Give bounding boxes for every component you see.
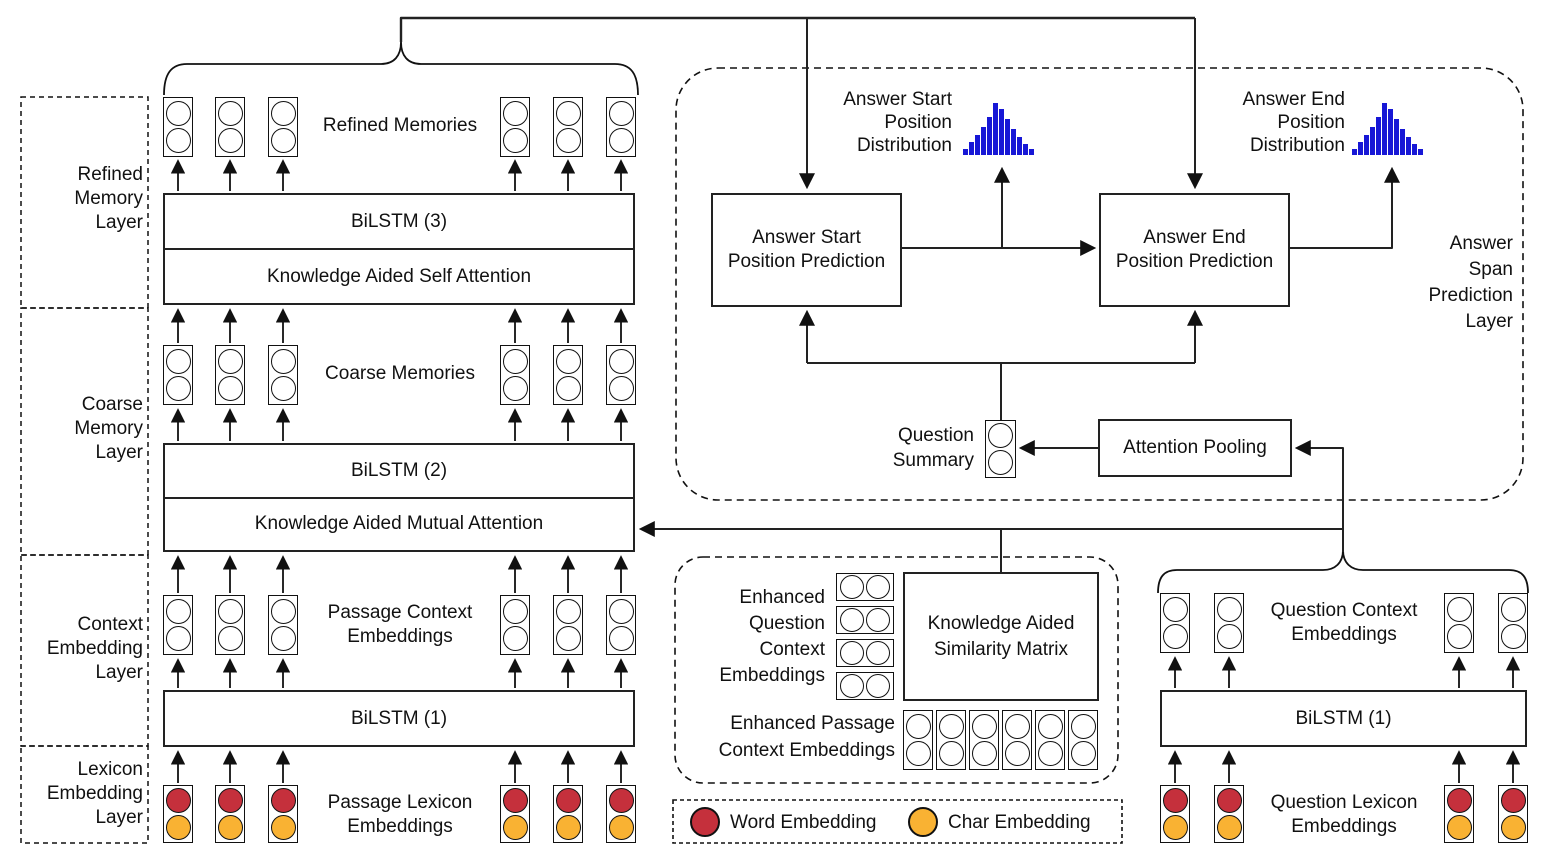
question-lexicon-embeddings-label: Question Lexicon Embeddings (1270, 792, 1418, 837)
enhanced-passage-cell (903, 710, 933, 770)
refined-memory-cell (215, 97, 245, 157)
answer-start-distribution-label: Answer Start Position Distribution (843, 89, 952, 156)
passage-bilstm1-box: BiLSTM (1) (163, 690, 635, 747)
question-bilstm1-label: BiLSTM (1) (1295, 707, 1392, 729)
passage-lexicon-cell (215, 785, 245, 843)
question-summary-cell (985, 420, 1016, 478)
passage-lexicon-cell (553, 785, 583, 843)
enhanced-question-cell (836, 639, 894, 667)
enhanced-passage-cell (969, 710, 999, 770)
enhanced-question-embeddings-label: Enhanced Question Context Embeddings (719, 587, 825, 686)
question-lexicon-cell (1214, 785, 1244, 843)
legend-char-embedding-label: Char Embedding (948, 812, 1091, 833)
layer-label-context-embedding: Context Embedding Layer (46, 614, 143, 683)
refined-memory-cell (606, 97, 636, 157)
passage-context-cell (163, 595, 193, 655)
bilstm2-label: BiLSTM (2) (350, 459, 448, 481)
layer-label-refined-memory: Refined Memory Layer (74, 164, 143, 233)
bilstm2-mutual-attention-box: BiLSTM (2) Knowledge Aided Mutual Attent… (163, 443, 635, 552)
refined-memory-cell (553, 97, 583, 157)
question-lexicon-cell (1444, 785, 1474, 843)
coarse-memories-label: Coarse Memories (325, 363, 475, 384)
enhanced-question-cell (836, 573, 894, 601)
answer-end-distribution-label: Answer End Position Distribution (1242, 89, 1345, 156)
answer-start-distribution-histogram (963, 103, 1034, 155)
refined-memory-cell (163, 97, 193, 157)
attention-pooling-label: Attention Pooling (1123, 437, 1267, 458)
answer-span-layer-label: Answer Span Prediction Layer (1428, 233, 1514, 332)
answer-end-prediction-box: Answer End Position Prediction (1099, 193, 1290, 307)
coarse-memory-cell (553, 345, 583, 405)
mutual-attention-label: Knowledge Aided Mutual Attention (165, 496, 633, 551)
self-attention-label: Knowledge Aided Self Attention (165, 248, 633, 303)
coarse-memory-cell (606, 345, 636, 405)
bilstm3-self-attention-box: BiLSTM (3) Knowledge Aided Self Attentio… (163, 193, 635, 305)
enhanced-passage-cell (936, 710, 966, 770)
question-context-cell (1214, 593, 1244, 653)
legend-word-embedding-label: Word Embedding (730, 812, 877, 833)
question-embeddings-brace (1157, 549, 1529, 594)
passage-lexicon-cell (606, 785, 636, 843)
passage-context-embeddings-label: Passage Context Embeddings (327, 602, 473, 647)
coarse-memory-cell (500, 345, 530, 405)
question-side-wiring (638, 521, 1343, 572)
attention-pooling-box: Attention Pooling (1098, 419, 1292, 477)
passage-lexicon-cell (500, 785, 530, 843)
refined-memory-cell (500, 97, 530, 157)
layer-label-lexicon-embedding: Lexicon Embedding Layer (46, 759, 143, 828)
similarity-matrix-box: Knowledge Aided Similarity Matrix (903, 572, 1099, 701)
passage-context-cell (500, 595, 530, 655)
question-lexicon-cell (1160, 785, 1190, 843)
passage-lexicon-cell (268, 785, 298, 843)
question-context-cell (1444, 593, 1474, 653)
enhanced-passage-cell (1068, 710, 1098, 770)
layer-label-coarse-memory: Coarse Memory Layer (74, 394, 143, 463)
refined-memory-cell (268, 97, 298, 157)
passage-context-cell (215, 595, 245, 655)
answer-end-prediction-label: Answer End Position Prediction (1115, 227, 1274, 272)
question-context-embeddings-label: Question Context Embeddings (1270, 600, 1418, 645)
similarity-matrix-label: Knowledge Aided Similarity Matrix (927, 612, 1075, 660)
passage-bilstm1-label: BiLSTM (1) (350, 707, 448, 729)
coarse-memory-cell (215, 345, 245, 405)
passage-context-cell (268, 595, 298, 655)
enhanced-question-cell (836, 606, 894, 634)
question-context-cell (1160, 593, 1190, 653)
coarse-memory-cell (163, 345, 193, 405)
question-summary-label: Question Summary (892, 425, 974, 471)
refined-memories-label: Refined Memories (322, 115, 478, 136)
question-context-cell (1498, 593, 1528, 653)
word-embedding-icon (690, 807, 720, 837)
enhanced-passage-cell (1035, 710, 1065, 770)
enhanced-question-cell (836, 672, 894, 700)
enhanced-passage-cell (1002, 710, 1032, 770)
answer-start-prediction-box: Answer Start Position Prediction (711, 193, 902, 307)
passage-context-cell (606, 595, 636, 655)
coarse-memory-cell (268, 345, 298, 405)
passage-memories-brace (163, 41, 639, 96)
question-lexicon-cell (1498, 785, 1528, 843)
passage-lexicon-embeddings-label: Passage Lexicon Embeddings (327, 792, 473, 837)
passage-lexicon-cell (163, 785, 193, 843)
answer-start-prediction-label: Answer Start Position Prediction (727, 227, 886, 272)
bilstm3-label: BiLSTM (3) (350, 210, 448, 232)
answer-end-distribution-histogram (1352, 103, 1423, 155)
enhanced-passage-embeddings-label: Enhanced Passage Context Embeddings (718, 713, 895, 761)
char-embedding-icon (908, 807, 938, 837)
passage-context-cell (553, 595, 583, 655)
question-bilstm1-box: BiLSTM (1) (1160, 690, 1527, 747)
